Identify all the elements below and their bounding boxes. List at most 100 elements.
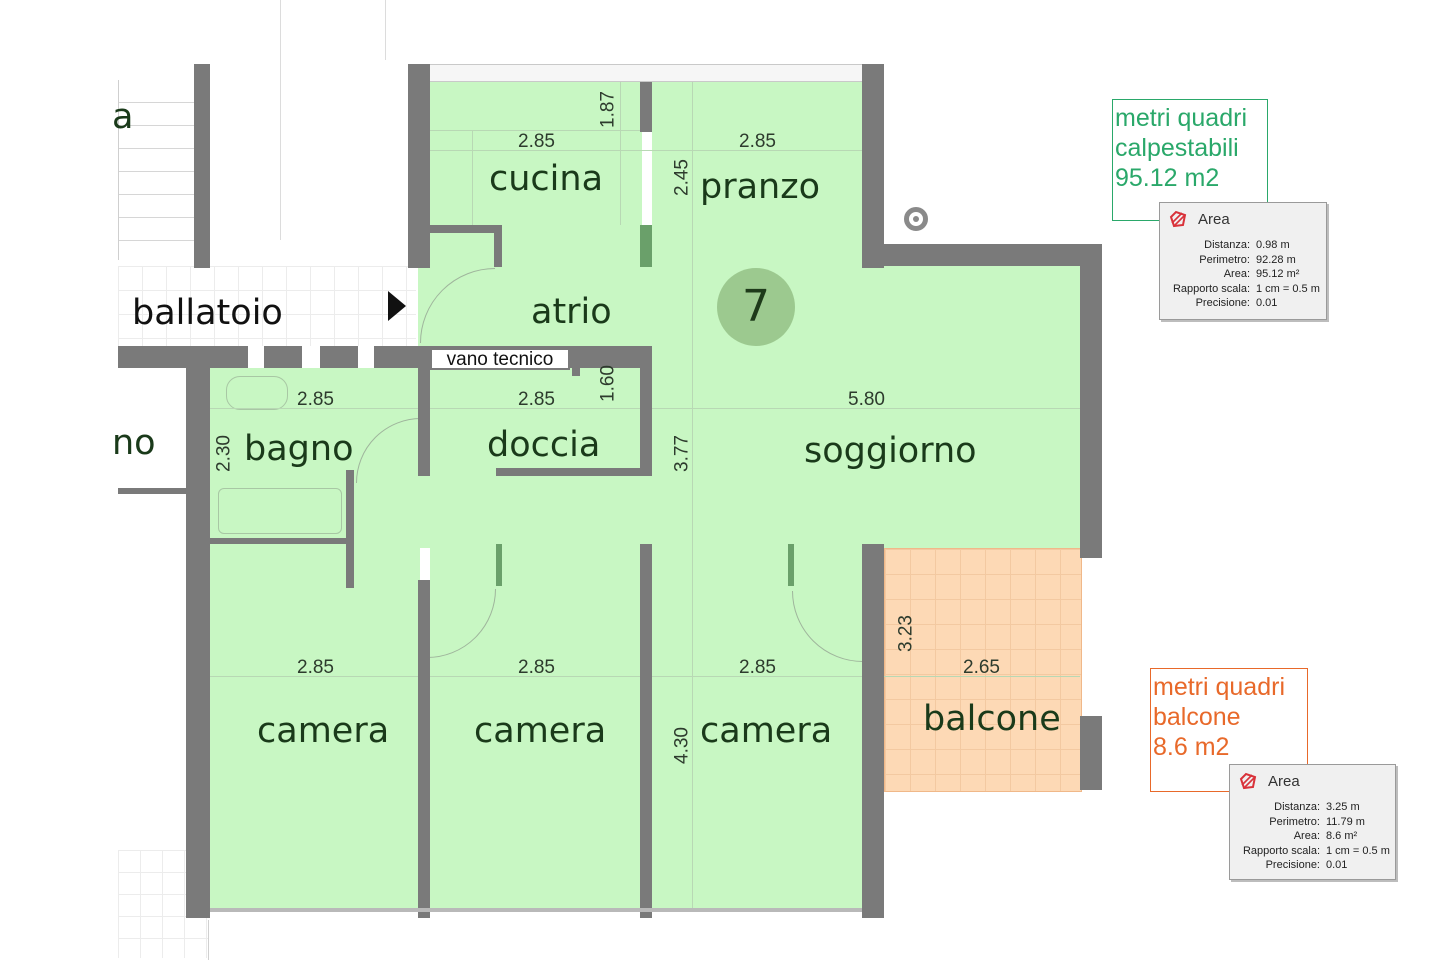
note-calpestabili-line3: 95.12 m2 — [1115, 164, 1220, 192]
dim-camera-2-width: 2.85 — [518, 657, 555, 678]
label-fragment-no: no — [112, 423, 156, 463]
area-row-key: Area: — [1223, 268, 1250, 280]
area-row: Distanza: 0.98 m — [1160, 239, 1326, 253]
area-row-value: 3.25 m — [1326, 801, 1360, 813]
label-atrio: atrio — [531, 292, 612, 332]
wall — [430, 225, 502, 233]
wall — [640, 348, 652, 476]
wall — [118, 346, 248, 368]
room-cucina-fill — [430, 80, 642, 225]
dim-pranzo-width: 2.85 — [739, 131, 776, 152]
dim-balcone-width: 2.65 — [963, 657, 1000, 678]
area-tool-icon — [1239, 772, 1257, 790]
area-row: Rapporto scala: 1 cm = 0.5 m — [1160, 283, 1326, 297]
note-balcone-line1: metri quadri — [1153, 673, 1285, 701]
neighbor-line — [208, 920, 209, 960]
dim-soggiorno-width: 5.80 — [848, 389, 885, 410]
area-row-key: Area: — [1293, 830, 1320, 842]
room-camera-1-fill — [210, 540, 420, 908]
note-balcone-line3: 8.6 m2 — [1153, 733, 1230, 761]
wall — [494, 225, 502, 267]
wall — [320, 346, 358, 368]
unit-number: 7 — [742, 281, 770, 332]
cucina-counter — [430, 130, 642, 131]
area-tool-icon — [1169, 210, 1187, 228]
wall — [1080, 244, 1102, 558]
area-row: Perimetro: 11.79 m — [1230, 816, 1395, 830]
neighbor-line — [385, 0, 386, 60]
area-row-value: 0.98 m — [1256, 239, 1290, 251]
sink-outline — [226, 376, 288, 410]
label-doccia: doccia — [487, 425, 601, 465]
dim-doccia-width: 2.85 — [518, 389, 555, 410]
dim-camera-height: 4.30 — [671, 727, 693, 764]
area-row-value: 92.28 m — [1256, 254, 1296, 266]
wall — [210, 538, 350, 544]
area-row-value: 11.79 m — [1326, 816, 1365, 828]
area-row: Precisione: 0.01 — [1230, 859, 1395, 873]
area-row: Perimetro: 92.28 m — [1160, 254, 1326, 268]
dim-camera-3-width: 2.85 — [739, 657, 776, 678]
area-panel-header: Area — [1238, 771, 1300, 791]
area-row: Distanza: 3.25 m — [1230, 801, 1395, 815]
wall — [186, 368, 210, 918]
label-camera-2: camera — [474, 711, 607, 751]
dim-soggiorno-height: 3.77 — [671, 435, 693, 472]
wall — [862, 244, 1102, 266]
ballatoio-grid — [118, 266, 416, 346]
label-fragment-a: a — [112, 97, 134, 137]
room-corridor-fill-2 — [418, 368, 652, 478]
area-panel-header: Area — [1168, 209, 1230, 229]
wall — [118, 488, 188, 494]
wall — [418, 580, 430, 918]
wall — [496, 544, 502, 586]
label-camera-1: camera — [257, 711, 390, 751]
dim-cucina-height: 1.87 — [597, 91, 619, 128]
room-corridor-fill — [346, 468, 1080, 548]
area-row: Area: 95.12 m² — [1160, 268, 1326, 282]
wall — [496, 468, 644, 476]
wall — [1080, 716, 1102, 790]
area-row-key: Perimetro: — [1269, 816, 1320, 828]
wall — [346, 470, 354, 588]
wall — [194, 64, 210, 268]
note-balcone-line2: balcone — [1153, 703, 1241, 731]
dim-cucina-width: 2.85 — [518, 131, 555, 152]
wall — [788, 544, 794, 586]
label-balcone: balcone — [923, 699, 1061, 739]
wall — [572, 368, 580, 376]
label-cucina: cucina — [489, 159, 604, 199]
area-row: Rapporto scala: 1 cm = 0.5 m — [1230, 845, 1395, 859]
neighbor-line — [280, 0, 281, 240]
note-calpestabili-line1: metri quadri — [1115, 104, 1247, 132]
wall — [640, 544, 652, 918]
window-top — [430, 64, 862, 82]
area-row-key: Perimetro: — [1199, 254, 1250, 266]
label-camera-3: camera — [700, 711, 833, 751]
area-row: Area: 8.6 m² — [1230, 830, 1395, 844]
vano-tecnico-box — [430, 348, 570, 370]
wall — [862, 64, 884, 268]
area-row-key: Distanza: — [1274, 801, 1320, 813]
area-row-value: 95.12 m² — [1256, 268, 1300, 280]
area-row-value: 8.6 m² — [1326, 830, 1358, 842]
area-row-key: Rapporto scala: — [1242, 845, 1320, 857]
area-panel-calpestabili[interactable]: Area Distanza: 0.98 m Perimetro: 92.28 m… — [1159, 202, 1327, 320]
wall — [862, 544, 884, 918]
dim-doccia-height: 1.60 — [597, 365, 619, 402]
area-row-key: Precisione: — [1195, 297, 1250, 309]
unit-marker — [717, 268, 795, 346]
area-row: Precisione: 0.01 — [1160, 297, 1326, 311]
cucina-counter-edge — [472, 130, 473, 225]
dim-bagno-width: 2.85 — [297, 389, 334, 410]
area-row-key: Rapporto scala: — [1172, 283, 1250, 295]
wall — [640, 225, 652, 267]
area-row-value: 0.01 — [1326, 859, 1348, 871]
measure-line — [430, 150, 862, 151]
entry-arrow-icon — [388, 291, 406, 321]
area-row-key: Distanza: — [1204, 239, 1250, 251]
ventilation-icon-core — [913, 216, 919, 222]
label-pranzo: pranzo — [700, 167, 821, 207]
area-panel-balcone[interactable]: Area Distanza: 3.25 m Perimetro: 11.79 m… — [1229, 764, 1396, 880]
